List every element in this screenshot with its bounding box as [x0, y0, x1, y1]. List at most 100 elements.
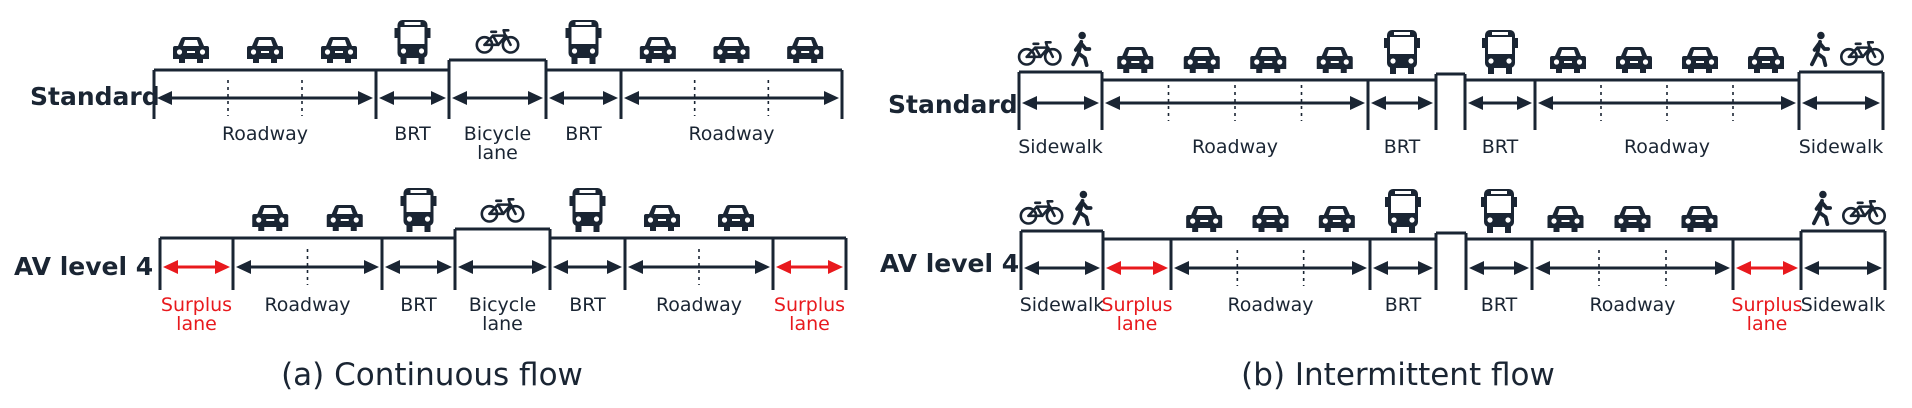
surplus-arrow: [1736, 261, 1798, 275]
row-label: Standard: [888, 90, 1018, 119]
segment-label: BRT: [1482, 136, 1519, 158]
car-icon: [644, 205, 680, 231]
car-icon: [1316, 47, 1353, 73]
bicycle-icon: [1017, 40, 1062, 66]
pedestrian-icon: [1072, 190, 1093, 226]
bicycle-icon: [480, 197, 525, 223]
segment-label: Roadway: [222, 123, 308, 145]
width-arrow: [624, 91, 839, 105]
car-icon: [1616, 47, 1652, 73]
width-arrow: [452, 91, 543, 105]
car-icon: [326, 205, 363, 231]
car-icon: [1318, 206, 1355, 232]
row-label: AV level 4: [880, 249, 1019, 278]
segment-label: Roadway: [1624, 136, 1710, 158]
width-arrow: [1468, 96, 1532, 110]
segment-brt: BRT: [1463, 30, 1537, 158]
car-icon: [1550, 47, 1586, 73]
car-icon: [713, 37, 750, 63]
segment-median: [1434, 231, 1468, 290]
segment-brt: BRT: [374, 20, 451, 145]
segment-label: Roadway: [1192, 136, 1278, 158]
pedestrian-icon: [1071, 31, 1092, 67]
width-arrow: [1538, 96, 1796, 110]
segment-roadway: Roadway: [1100, 47, 1370, 158]
caption-intermittent-flow: (b) Intermittent flow: [1241, 357, 1555, 393]
bus-icon: [400, 188, 437, 232]
segment-label: Roadway: [264, 294, 350, 316]
bus-icon: [394, 20, 431, 64]
car-icon: [1681, 206, 1718, 232]
car-icon: [1748, 47, 1784, 73]
segment-median: [1434, 72, 1467, 130]
row-label: Standard: [30, 82, 160, 111]
car-icon: [321, 37, 357, 63]
width-arrow: [1535, 261, 1730, 275]
width-arrow: [458, 260, 547, 274]
segment-label: BRT: [569, 294, 606, 316]
car-icon: [1250, 47, 1287, 73]
segment-brt: BRT: [1368, 189, 1438, 316]
segment-roadway: Roadway: [1169, 206, 1372, 316]
segment-brt: BRT: [548, 188, 627, 316]
width-arrow: [379, 91, 446, 105]
segment-roadway: Roadway: [152, 37, 378, 145]
width-arrow: [1802, 96, 1880, 110]
width-arrow: [1804, 261, 1882, 275]
pedestrian-icon: [1811, 190, 1833, 226]
car-icon: [247, 37, 283, 63]
width-arrow: [236, 260, 379, 274]
surplus-arrow: [776, 260, 843, 274]
car-icon: [639, 37, 676, 63]
segment-label: BRT: [1385, 294, 1422, 316]
bus-icon: [569, 188, 606, 232]
bus-icon: [1385, 189, 1421, 233]
car-icon: [173, 37, 209, 63]
segment-brt: BRT: [380, 188, 457, 316]
bicycle-icon: [1019, 199, 1064, 225]
width-arrow: [549, 91, 618, 105]
car-icon: [1614, 206, 1651, 232]
bus-icon: [1481, 189, 1517, 233]
car-icon: [1252, 206, 1289, 232]
width-arrow: [553, 260, 622, 274]
segment-label: Sidewalk: [1020, 294, 1105, 316]
car-icon: [1117, 47, 1154, 73]
bicycle-icon: [1841, 199, 1887, 225]
segment-roadway: Roadway: [1530, 206, 1735, 316]
row-label: AV level 4: [14, 252, 153, 281]
width-arrow: [1105, 96, 1365, 110]
width-arrow: [1469, 261, 1529, 275]
segment-label: Roadway: [1589, 294, 1675, 316]
segment-label: BRT: [565, 123, 602, 145]
bus-icon: [1384, 30, 1420, 74]
segment-roadway: Roadway: [1533, 47, 1801, 158]
pedestrian-icon: [1809, 31, 1831, 67]
segment-brt: BRT: [1464, 189, 1534, 316]
width-arrow: [1174, 261, 1367, 275]
segment-brt: BRT: [544, 20, 623, 145]
segment-label: BRT: [400, 294, 437, 316]
car-icon: [1682, 47, 1718, 73]
width-arrow: [1024, 261, 1100, 275]
width-arrow: [1371, 96, 1433, 110]
car-icon: [252, 205, 289, 231]
bicycle-icon: [1839, 40, 1885, 66]
segment-label: Roadway: [1227, 294, 1313, 316]
segment-label: BRT: [394, 123, 431, 145]
bicycle-icon: [475, 28, 520, 54]
